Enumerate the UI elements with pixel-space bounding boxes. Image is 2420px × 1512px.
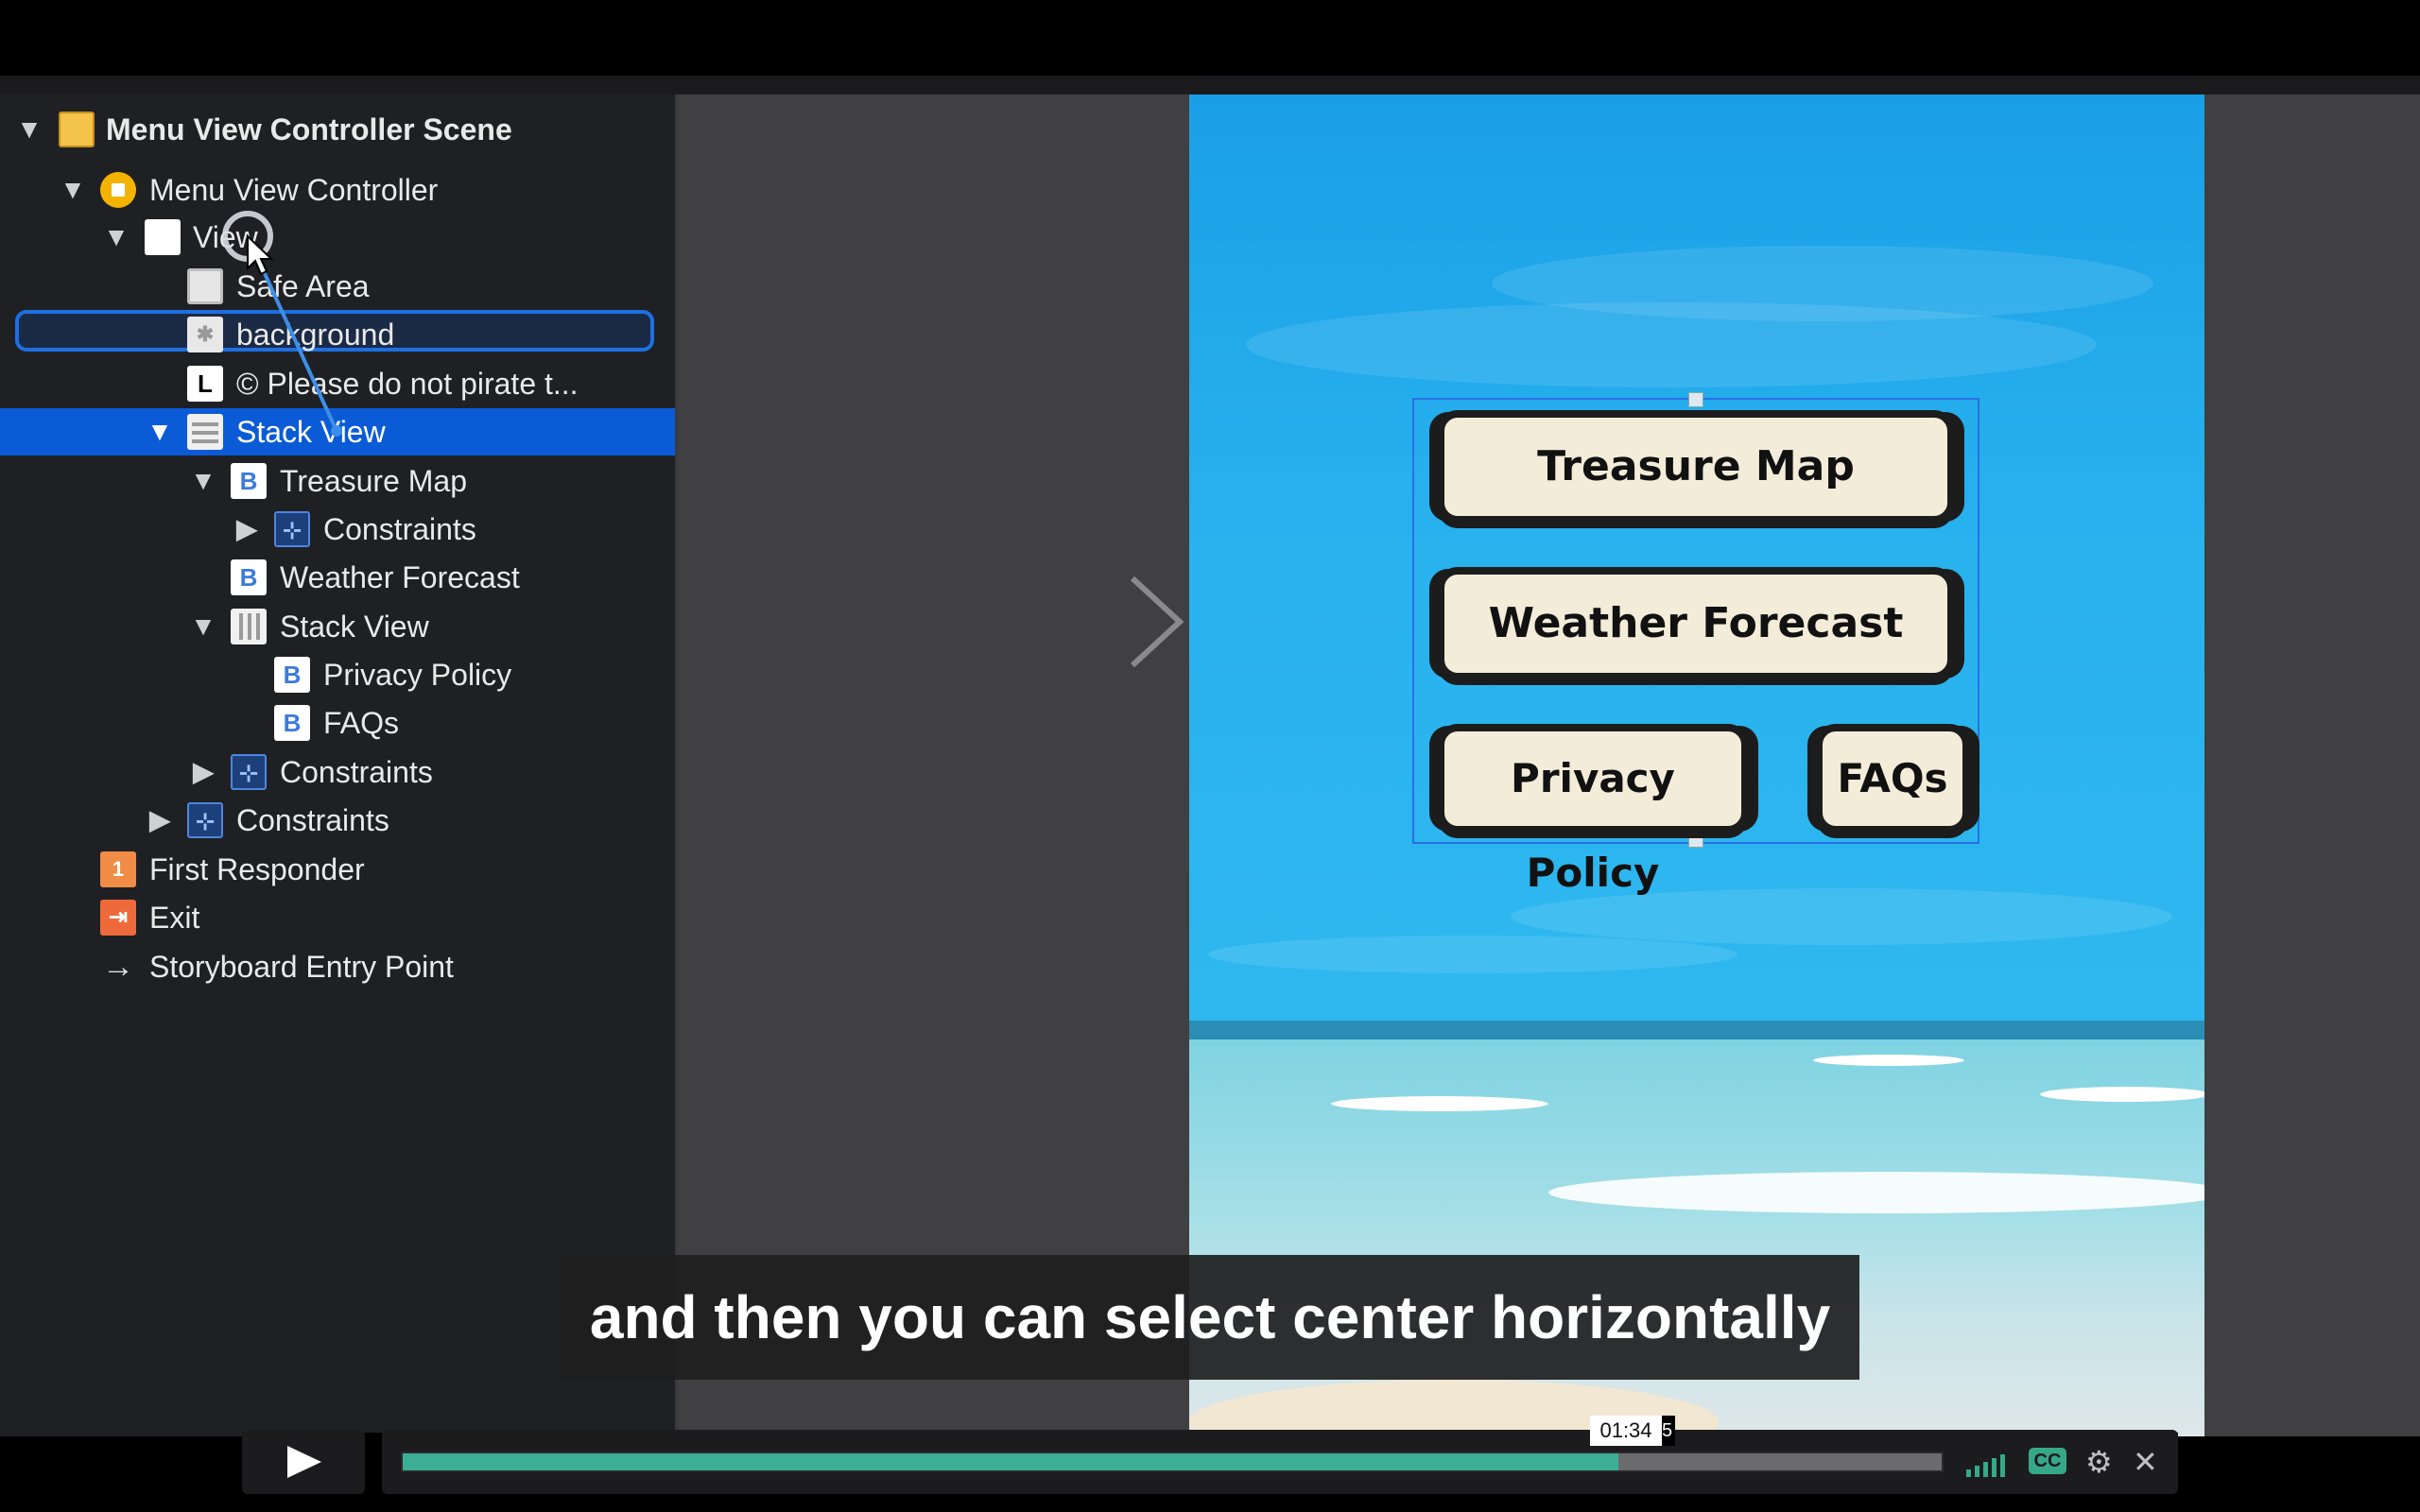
volume-icon[interactable] [1966,1447,2009,1477]
cloud [1511,888,2172,945]
progress-fill [403,1453,1619,1470]
outline-item-label: Exit [149,901,200,935]
disclosure-down-icon[interactable]: ▼ [103,222,130,251]
video-top-bar [0,0,2420,76]
outline-item-label: Storyboard Entry Point [149,950,454,984]
outline-item-stack-view[interactable]: ▼ Stack View [0,408,675,455]
outline-item-label: FAQs [323,706,400,740]
video-subtitle: and then you can select center horizonta… [561,1255,1859,1380]
closed-captions-button[interactable]: CC [2029,1448,2066,1474]
wave [1813,1055,1964,1066]
resize-handle[interactable] [1688,833,1703,848]
image-view-icon: ✱ [187,317,223,352]
outline-item-label: Treasure Map [280,464,467,498]
wave [1548,1172,2204,1213]
outline-item-view-controller[interactable]: ▼ Menu View Controller [0,166,675,214]
view-icon [145,219,181,255]
document-outline: ▼ Menu View Controller Scene ▼ Menu View… [0,94,678,1436]
outline-item-faqs[interactable]: B FAQs [0,699,675,747]
outline-item-label: Privacy Policy [323,658,512,692]
exit-icon: ⇥ [100,900,136,936]
outline-item-background[interactable]: ✱ background [0,311,675,358]
outline-item-first-responder[interactable]: 1 First Responder [0,846,675,893]
disclosure-down-icon[interactable]: ▼ [147,417,173,446]
outline-item-label: Menu View Controller Scene [106,112,512,146]
first-responder-icon: 1 [100,851,136,887]
drag-connection-line [222,211,342,437]
settings-gear-icon[interactable]: ⚙ [2085,1445,2113,1479]
arrow-right-icon: → [102,949,134,985]
entry-point-arrow-icon [917,576,1184,668]
outline-item-label: Stack View [280,610,429,644]
cloud [1208,936,1737,973]
outline-item-privacy-policy[interactable]: B Privacy Policy [0,651,675,698]
button-icon: B [274,657,310,693]
wave [2040,1087,2204,1102]
progress-track[interactable] [401,1452,1944,1472]
constraints-icon: ⊹ [274,511,310,547]
button-icon: B [231,463,267,499]
play-button[interactable] [242,1430,365,1494]
outline-item-label: © Please do not pirate t... [236,367,579,401]
disclosure-down-icon[interactable]: ▼ [190,466,216,495]
outline-item-exit[interactable]: ⇥ Exit [0,894,675,941]
toolbar-strip [0,76,2420,94]
disclosure-right-icon[interactable]: ▶ [193,757,214,786]
label-icon: L [187,366,223,402]
resize-handle[interactable] [1688,392,1703,407]
time-tooltip: 01:34 [1590,1416,1662,1446]
exit-fullscreen-icon[interactable]: ✕ [2133,1445,2158,1479]
outline-item-treasure-map[interactable]: ▼ B Treasure Map [0,457,675,505]
outline-item-label: Constraints [323,512,476,546]
device-screen[interactable] [1189,94,2204,1436]
outline-item-entry-point[interactable]: → Storyboard Entry Point [0,943,675,990]
outline-item-copyright-label[interactable]: L © Please do not pirate t... [0,360,675,407]
outline-item-label: Stack View [236,415,386,449]
button-icon: B [231,559,267,595]
disclosure-right-icon[interactable]: ▶ [149,805,170,834]
outline-item-label: Safe Area [236,269,370,303]
scene-icon [59,112,95,147]
time-tooltip-tail: 5 [1662,1416,1675,1446]
outline-item-weather-forecast[interactable]: B Weather Forecast [0,554,675,601]
constraints-icon: ⊹ [231,754,267,790]
privacy-policy-button[interactable]: Privacy Policy [1437,724,1749,896]
wave [1331,1096,1548,1111]
sky-background [1189,94,2204,1021]
disclosure-down-icon[interactable]: ▼ [60,175,86,204]
cloud [1246,302,2097,387]
view-row-highlight [15,310,654,352]
outline-item-constraints[interactable]: ▶ ⊹ Constraints [0,506,675,553]
outline-item-label: Weather Forecast [280,560,520,594]
horizon [1189,1021,2204,1040]
stack-view-icon [231,609,267,644]
outline-item-scene[interactable]: ▼ Menu View Controller Scene [0,106,675,153]
outline-item-label: Constraints [236,803,389,837]
outline-item-label: Constraints [280,755,433,789]
outline-item-inner-stack-view[interactable]: ▼ Stack View [0,603,675,650]
outline-item-label: First Responder [149,852,365,886]
faqs-button[interactable]: FAQs [1815,724,1970,833]
disclosure-right-icon[interactable]: ▶ [236,514,257,543]
cloud [1492,246,2153,321]
view-controller-icon [100,172,136,208]
outline-item-label: background [236,318,395,352]
outline-item-safe-area[interactable]: Safe Area [0,263,675,310]
stack-view-selection[interactable] [1412,392,1979,848]
outline-item-constraints[interactable]: ▶ ⊹ Constraints [0,748,675,796]
disclosure-down-icon[interactable]: ▼ [190,611,216,641]
disclosure-down-icon[interactable]: ▼ [16,114,43,144]
treasure-map-button[interactable]: Treasure Map [1437,410,1955,524]
outline-item-label: Menu View Controller [149,173,439,207]
button-icon: B [274,705,310,741]
outline-item-constraints[interactable]: ▶ ⊹ Constraints [0,797,675,844]
stack-view-icon [187,414,223,450]
constraints-icon: ⊹ [187,802,223,838]
weather-forecast-button[interactable]: Weather Forecast [1437,567,1955,680]
cursor-icon [247,233,274,276]
safe-area-icon [187,268,223,304]
